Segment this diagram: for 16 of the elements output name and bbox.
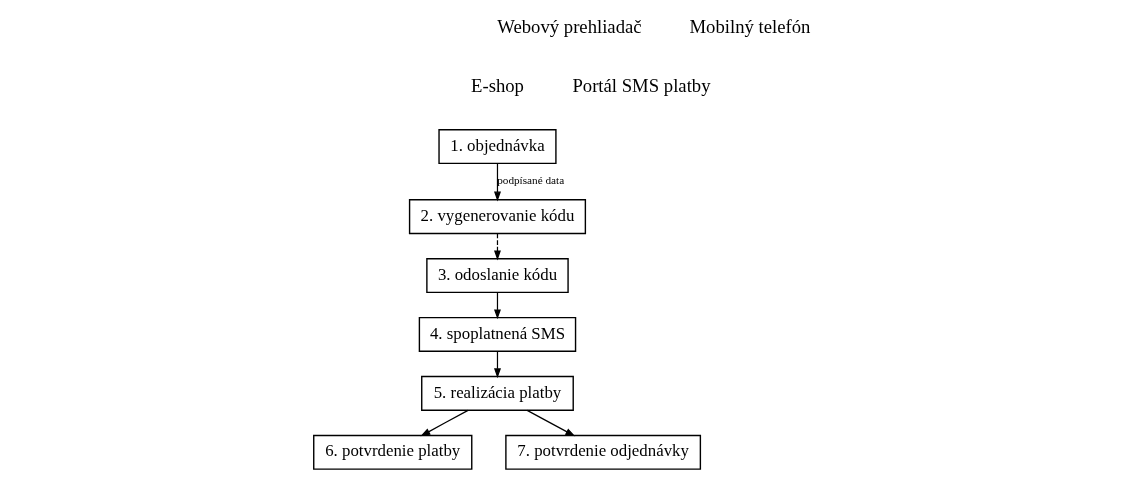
node-box: 1. objednávka [438, 129, 557, 165]
node-box: 2. vygenerovanie kódu [408, 199, 587, 235]
node-box: 5. realizácia platby [421, 375, 574, 411]
arrow [494, 163, 501, 202]
label: E-shop [471, 75, 524, 97]
arrow [420, 409, 469, 437]
label: Webový prehliadač [497, 16, 642, 38]
edge-label: podpísané data [497, 174, 565, 187]
node-box: 7. potvrdenie odjednávky [505, 434, 702, 470]
label: Mobilný telefón [689, 16, 811, 38]
node-box: 6. potvrdenie platby [313, 434, 473, 470]
arrow [494, 233, 501, 261]
node-box: 3. odoslanie kódu [426, 258, 569, 294]
node-box: 4. spoplatnená SMS [418, 316, 577, 352]
label: Portál SMS platby [572, 75, 711, 97]
arrow [526, 409, 576, 437]
